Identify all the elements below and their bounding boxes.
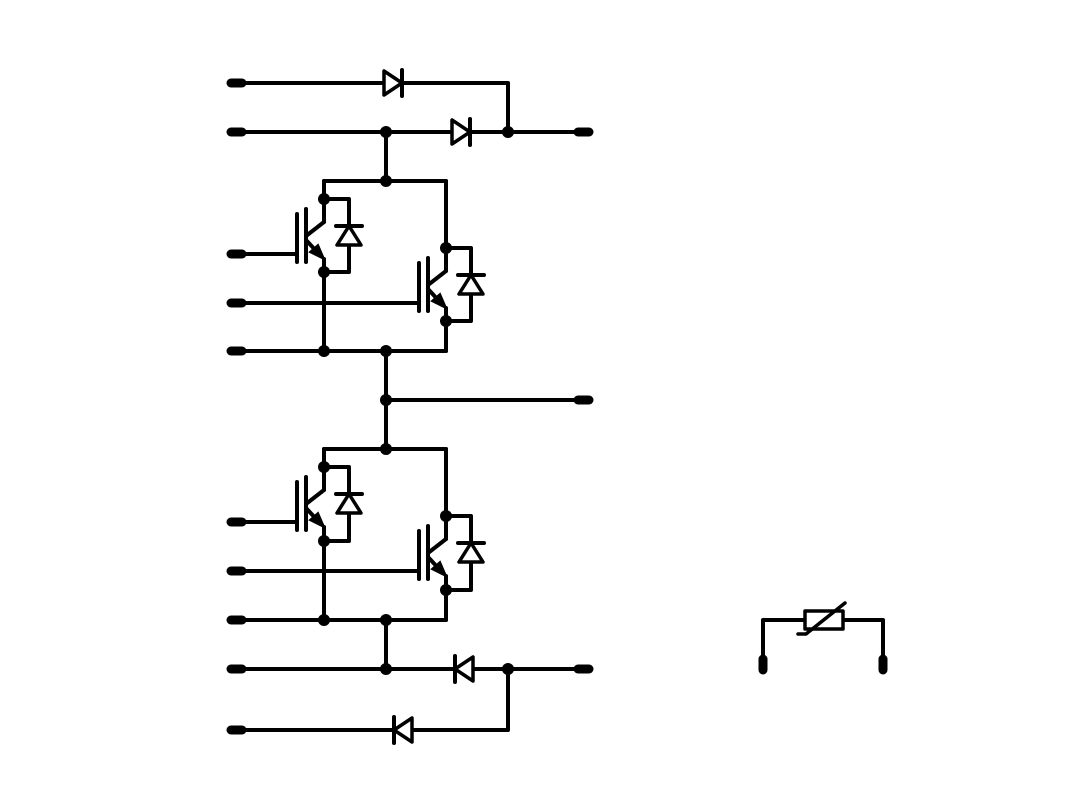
wires	[234, 81, 885, 732]
wire-top-diode-rail	[234, 81, 510, 134]
junction-dot-icon	[440, 584, 452, 596]
junction-dot-icon	[318, 193, 330, 205]
junction-dot-icon	[380, 126, 392, 138]
junction-dot-icon	[318, 461, 330, 473]
junction-dot-icon	[440, 510, 452, 522]
ntc-thermistor-icon	[796, 601, 847, 636]
diode-icon	[382, 68, 404, 98]
igbt-icon	[295, 475, 326, 532]
igbt-icon	[417, 256, 448, 313]
junction-dot-icon	[380, 345, 392, 357]
diode-icon	[453, 654, 475, 684]
junction-dot-icon	[318, 266, 330, 278]
diode-icon	[456, 541, 486, 564]
diode-icon	[334, 492, 364, 515]
junction-dot-icon	[318, 535, 330, 547]
junction-dot-icon	[380, 443, 392, 455]
junction-dot-icon	[440, 242, 452, 254]
terminals	[226, 78, 888, 735]
junction-dot-icon	[440, 315, 452, 327]
junction-dot-icon	[380, 614, 392, 626]
junction-dot-icon	[502, 663, 514, 675]
diode-icon	[334, 224, 364, 247]
diode-icon	[392, 715, 414, 745]
wire-bottom-diode-rail	[234, 667, 510, 732]
junction-dot-icon	[318, 614, 330, 626]
igbt-icon	[295, 207, 326, 264]
junction-dot-icon	[380, 175, 392, 187]
diode-icon	[450, 117, 472, 147]
diode-icon	[456, 273, 486, 296]
junction-dot-icon	[380, 394, 392, 406]
junction-dot-icon	[380, 663, 392, 675]
junction-dot-icon	[318, 345, 330, 357]
igbt-icon	[417, 524, 448, 581]
junctions	[318, 126, 514, 675]
wire-thermistor-leads	[761, 618, 885, 662]
junction-dot-icon	[502, 126, 514, 138]
